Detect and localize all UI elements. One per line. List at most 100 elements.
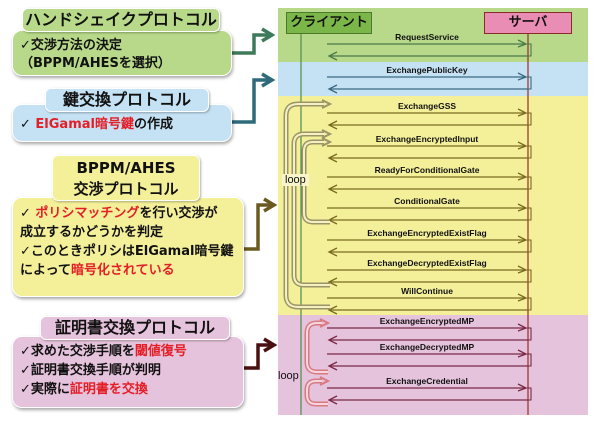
message-label: ExchangePublicKey — [386, 65, 468, 75]
activation-bracket — [527, 112, 532, 126]
message-label: RequestService — [395, 32, 459, 42]
activation-bracket — [527, 76, 532, 90]
response-arrowhead — [327, 84, 338, 94]
activation-bracket — [527, 176, 532, 190]
message-label: ExchangeGSS — [397, 101, 457, 111]
text-run-highlight: 閾値復号 — [134, 344, 187, 359]
loop-arrow-certificate-1-inner — [306, 322, 328, 373]
activation-bracket — [527, 145, 532, 159]
request-arrowhead — [517, 108, 528, 117]
key-exchange-connector-head — [261, 72, 276, 88]
text-run: ✓証明書交換手順が判明 — [20, 363, 161, 378]
negotiation-title-line-2: 交渉プロトコル — [73, 180, 179, 198]
certificate-line-2: ✓証明書交換手順が判明 — [20, 362, 161, 379]
text-run-highlight: 証明書を交換 — [69, 382, 148, 397]
loop-arrowhead — [321, 137, 333, 147]
message-label: ExchangeDecryptedMP — [379, 342, 475, 352]
certificate-loop-label: loop — [278, 370, 299, 382]
request-arrowhead — [517, 172, 528, 181]
text-run: ✓ — [20, 117, 36, 132]
activation-bracket — [527, 327, 532, 341]
text-run-highlight: ElGamal暗号鍵 — [35, 117, 134, 132]
handshake-line-2: （BPPM/AHESを選択） — [20, 55, 171, 72]
negotiation-line-3: ✓このときポリシはElGamal暗号鍵 — [20, 243, 233, 260]
key-exchange-band — [278, 62, 588, 96]
negotiation-connector-head — [263, 197, 278, 213]
activation-bracket — [527, 297, 532, 311]
negotiation-title: BPPM/AHES 交渉プロトコル — [52, 155, 200, 201]
handshake-title: ハンドシェイクプロトコル — [22, 8, 220, 32]
text-run: の作成 — [133, 117, 173, 132]
response-arrowhead — [327, 120, 338, 130]
certificate-box — [12, 336, 244, 408]
message-label: WillContinue — [401, 286, 453, 296]
text-run: ✓このときポリシはElGamal暗号鍵 — [20, 244, 234, 259]
text-run-highlight: ポリシマッチング — [35, 206, 140, 221]
activation-bracket — [527, 269, 532, 283]
handshake-line-1: ✓交渉方法の決定 — [20, 37, 122, 54]
loop-arrow-certificate-1 — [304, 320, 328, 375]
request-arrowhead — [517, 72, 528, 81]
key-exchange-line-1: ✓ ElGamal暗号鍵の作成 — [20, 116, 173, 133]
server-actor: サーバ — [484, 12, 572, 34]
text-run: を行い交渉が — [139, 206, 218, 221]
loop-arrow-certificate-2-inner — [306, 380, 328, 405]
certificate-title: 証明書交換プロトコル — [40, 316, 230, 340]
response-arrowhead — [327, 51, 338, 61]
certificate-line-1: ✓求めた交渉手順を閾値復号 — [20, 343, 187, 360]
client-actor: クライアント — [286, 12, 372, 34]
request-arrowhead — [517, 203, 528, 212]
activation-bracket — [527, 239, 532, 253]
response-arrowhead — [327, 305, 338, 315]
loop-arrowhead — [321, 129, 333, 139]
negotiation-connector — [244, 203, 272, 251]
activation-bracket — [527, 207, 532, 221]
loop-arrow-certificate-2 — [304, 378, 328, 407]
message-label: ExchangeEncryptedInput — [375, 134, 479, 144]
negotiation-band — [278, 96, 588, 315]
text-run: 成立するかどうかを判定 — [20, 225, 164, 240]
message-label: ExchangeEncryptedMP — [379, 316, 475, 326]
loop-arrowhead — [321, 99, 333, 109]
request-arrowhead — [517, 323, 528, 332]
activation-bracket — [527, 353, 532, 367]
negotiation-line-2: 成立するかどうかを判定 — [20, 224, 163, 241]
response-arrowhead — [327, 277, 338, 287]
loop-arrow-middle-inner — [293, 133, 330, 286]
loop-arrow-outer-inner — [285, 103, 330, 308]
text-run: ✓ — [20, 206, 36, 221]
loop-arrow-middle — [291, 131, 330, 288]
response-arrowhead — [327, 247, 338, 257]
handshake-connector-head — [261, 27, 276, 43]
response-arrowhead — [327, 184, 338, 194]
text-run: ✓交渉方法の決定 — [20, 38, 122, 53]
text-run: ✓求めた交渉手順を — [20, 344, 135, 359]
request-arrowhead — [517, 141, 528, 150]
request-arrowhead — [517, 235, 528, 244]
request-arrowhead — [517, 39, 528, 48]
key-exchange-title: 鍵交換プロトコル — [45, 88, 209, 112]
loop-arrowhead — [319, 318, 331, 328]
message-label: ExchangeDecryptedExistFlag — [367, 258, 487, 268]
certificate-connector — [244, 343, 272, 370]
negotiation-loop-label: loop — [282, 174, 309, 186]
activation-bracket — [527, 43, 532, 57]
negotiation-line-1: ✓ ポリシマッチングを行い交渉が — [20, 205, 217, 222]
key-exchange-connector — [232, 78, 270, 124]
text-run-highlight: 暗号化されている — [70, 263, 175, 278]
message-label: ExchangeCredential — [386, 376, 468, 386]
negotiation-box — [12, 197, 244, 297]
text-run: （BPPM/AHESを選択） — [20, 56, 171, 71]
response-arrowhead — [327, 395, 338, 405]
request-arrowhead — [517, 383, 528, 392]
text-run: ✓実際に — [20, 382, 70, 397]
message-label: ConditionalGate — [394, 196, 460, 206]
negotiation-title-line-1: BPPM/AHES — [76, 159, 176, 177]
message-label: ExchangeEncryptedExistFlag — [367, 228, 487, 238]
activation-bracket — [527, 387, 532, 401]
certificate-connector-head — [263, 337, 278, 353]
certificate-line-3: ✓実際に証明書を交換 — [20, 381, 148, 398]
response-arrowhead — [327, 153, 338, 163]
request-arrowhead — [517, 349, 528, 358]
